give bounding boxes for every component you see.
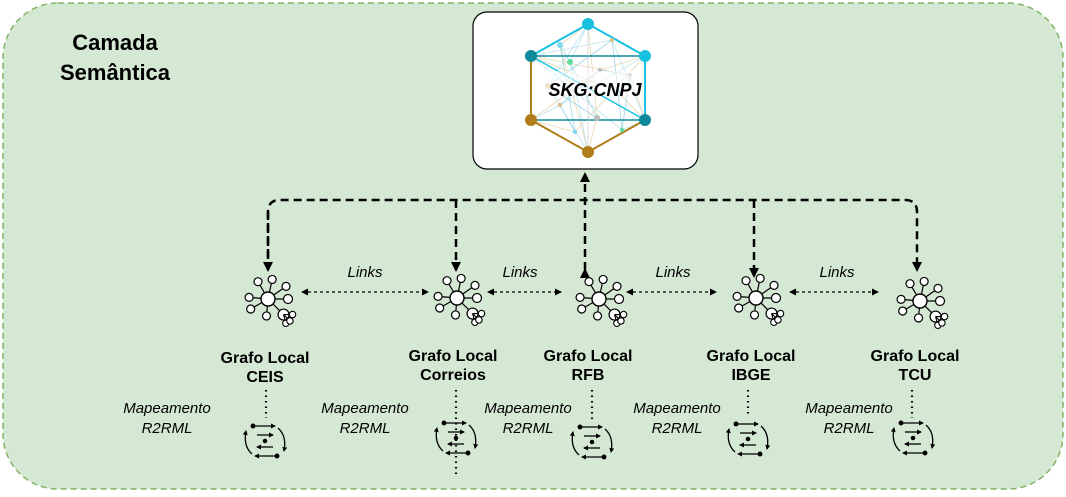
network-graph-icon-ibge (732, 273, 785, 326)
network-graph-icon-ceis (244, 274, 297, 327)
layer-title-line2: Semântica (59, 60, 171, 85)
knowledge-graph-icon (525, 18, 651, 158)
links-label-2: Links (502, 264, 538, 281)
r2rml-mapping-icon-tcu (890, 420, 936, 456)
skg-connection-bus (263, 172, 922, 278)
local-graph-icons (244, 273, 949, 329)
layer-title-line1: Camada (72, 30, 158, 55)
network-graph-icon-rfb (575, 274, 628, 327)
network-graph-icon-correios (433, 273, 486, 326)
semantic-layer-panel (2, 2, 1064, 490)
r2rml-mapping-icon-ceis (242, 423, 288, 459)
links-label-3: Links (655, 264, 691, 281)
mapping-connectors (264, 390, 914, 478)
mapping-icons (242, 420, 936, 460)
links-label-1: Links (347, 264, 383, 281)
r2rml-mapping-icon-rfb (569, 424, 615, 460)
r2rml-mapping-icon-ibge (725, 421, 771, 457)
layer-title: Camada Semântica (30, 28, 200, 88)
r2rml-mapping-icon-correios (433, 420, 479, 456)
links-label-4: Links (819, 264, 855, 281)
skg-label: SKG:CNPJ (548, 80, 642, 100)
network-graph-icon-tcu (896, 276, 949, 329)
